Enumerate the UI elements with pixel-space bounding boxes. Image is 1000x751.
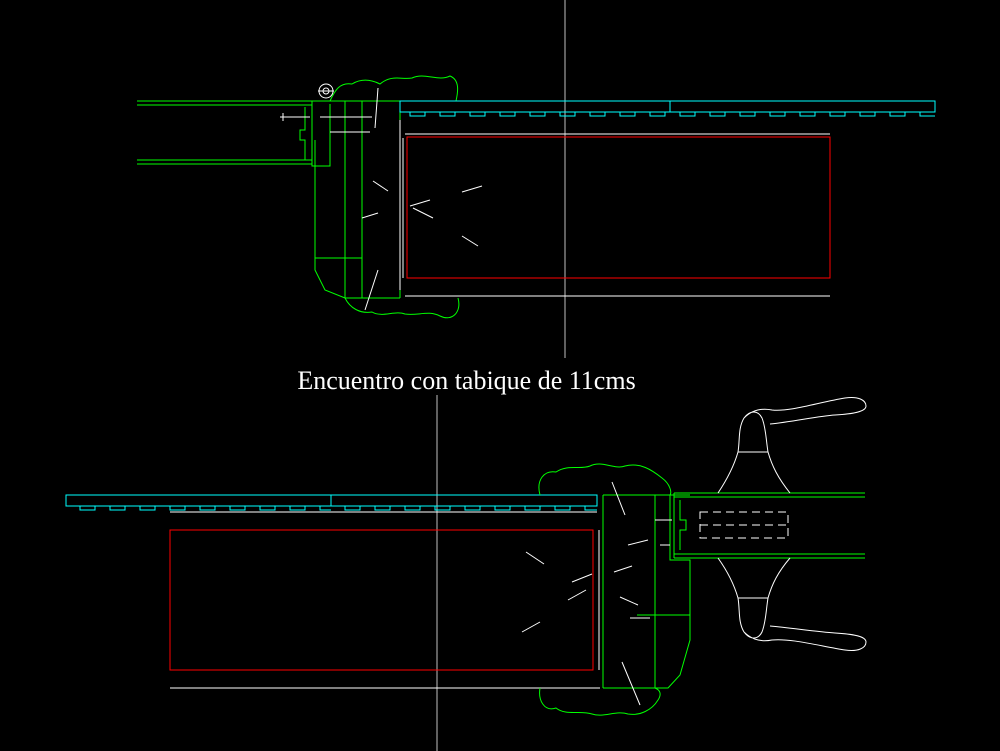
top-moulding-upper <box>329 75 459 102</box>
top-door-frame <box>312 100 401 299</box>
bottom-door-leaf <box>170 511 600 689</box>
top-nails <box>280 87 483 311</box>
top-detail <box>137 75 936 319</box>
top-door-planks <box>399 100 936 117</box>
bottom-partition-wall <box>673 492 865 559</box>
top-moulding-lower <box>344 297 460 319</box>
top-door-leaf <box>399 120 830 297</box>
bottom-door-planks <box>65 494 598 511</box>
drawing-caption: Encuentro con tabique de 11cms <box>297 366 636 395</box>
top-partition-wall <box>137 100 331 167</box>
bottom-door-frame <box>602 494 691 689</box>
bottom-nails <box>521 481 672 706</box>
bottom-moulding-lower <box>539 687 661 716</box>
bottom-detail <box>65 397 867 716</box>
bottom-door-handle-upper-icon <box>717 397 867 494</box>
bottom-hollow-core <box>169 529 594 671</box>
bottom-door-handle-lower-icon <box>717 557 867 651</box>
top-hollow-core <box>406 136 831 279</box>
bottom-moulding-upper <box>538 463 672 496</box>
